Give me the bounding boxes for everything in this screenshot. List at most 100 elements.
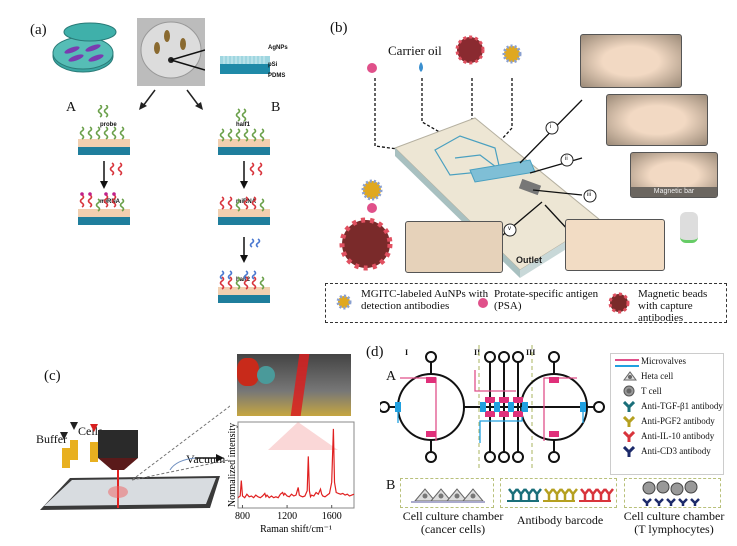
stage-v: v <box>508 226 511 232</box>
legend-aunp: MGITC-labeled AuNPs with detection antib… <box>361 288 489 312</box>
antibody-icon <box>604 488 614 500</box>
sandwich-complex-icon <box>339 179 393 271</box>
chamber-t-lymphocytes <box>624 478 721 508</box>
route-a-label: A <box>66 100 77 115</box>
objective-lens-icon <box>98 430 138 458</box>
antibody-icon <box>588 488 598 500</box>
inset-stage-iii: Magnetic bar <box>630 152 718 198</box>
row-a-label: A <box>386 369 397 384</box>
legend-antibody: Anti-CD3 antibody <box>641 446 711 456</box>
layer-label-agnps: AgNPs <box>268 45 288 51</box>
magnetic-bead-icon <box>455 35 485 65</box>
buffer-inlet-icon <box>62 448 70 468</box>
laser-probe-icon <box>680 212 698 243</box>
antibody-icon <box>516 488 526 500</box>
section-iii: III <box>526 348 536 357</box>
panel-b-label: (b) <box>330 20 348 36</box>
legend-bead: Magnetic beads with capture antibodies <box>638 288 708 324</box>
antibody-icon <box>623 431 635 442</box>
caption-t-lymphocytes: Cell culture chamber (T lymphocytes) <box>618 510 730 536</box>
panel-c-label: (c) <box>44 368 61 384</box>
antibody-icon <box>623 401 635 412</box>
stage-i: i <box>550 124 552 130</box>
inset-stage-i <box>580 34 682 88</box>
chamber-cancer-cells <box>400 478 494 508</box>
antibody-icon <box>524 488 534 500</box>
x-axis-label: Raman shift/cm⁻¹ <box>260 524 332 535</box>
panel-b-legend: MGITC-labeled AuNPs with detection antib… <box>325 283 727 324</box>
magnetic-bar-label: Magnetic bar <box>631 187 717 197</box>
row-b-label: B <box>386 478 396 493</box>
y-axis-label: Normalized intensity <box>227 423 238 507</box>
legend-antibody: Anti-TGF-β1 antibody <box>641 401 723 411</box>
petri-dish-icon <box>52 22 117 73</box>
t-cell-icon <box>623 385 635 397</box>
inset-stage-v <box>405 221 503 273</box>
antibody-barcode <box>500 478 617 508</box>
caption-line: Cell culture chamber <box>402 509 504 523</box>
aunp-icon <box>336 294 352 310</box>
psa-icon <box>478 298 488 308</box>
aunp-icon <box>502 44 522 64</box>
antibody-icon <box>544 488 554 500</box>
legend-microvalves: Microvalves <box>641 356 686 366</box>
panel-d-legend: Microvalves Heta cell T cell Anti-TGF-β1… <box>610 353 724 475</box>
antibody-icon <box>623 416 635 427</box>
half1-label: half1 <box>236 122 251 128</box>
antibody-icon <box>568 488 578 500</box>
psa-icon <box>367 63 377 73</box>
half2-label: half2 <box>236 277 251 283</box>
antibody-icon <box>552 488 562 500</box>
panel-d-label: (d) <box>366 344 384 360</box>
microchip-layout <box>380 345 605 470</box>
sensor-steps <box>78 105 270 303</box>
caption-line: Antibody barcode <box>516 513 604 527</box>
antibody-icon <box>596 488 606 500</box>
outlet-label: Outlet <box>516 255 542 265</box>
stage-iii: iii <box>587 192 591 198</box>
route-b-label: B <box>271 100 281 115</box>
layer-label-psi: pSi <box>268 62 278 68</box>
caption-cancer-cells: Cell culture chamber (cancer cells) <box>398 510 508 536</box>
x-tick-label: 1600 <box>322 511 342 522</box>
cells-label: Cells <box>78 424 103 438</box>
mirna-label-b: miRNA <box>236 199 257 205</box>
carrier-oil-label: Carrier oil <box>388 43 442 58</box>
antibody-icon <box>623 446 635 457</box>
laser-beam-cone <box>268 422 338 450</box>
stage-ii: ii <box>565 156 568 162</box>
magnetic-bead-icon <box>608 292 630 314</box>
section-i: I <box>405 348 409 357</box>
layer-label-pdms: PDMS <box>268 73 286 79</box>
substrate-layers-icon <box>220 56 270 74</box>
spectrum-line <box>237 428 355 499</box>
legend-antibody: Anti-PGF2 antibody <box>641 416 715 426</box>
caption-antibody-barcode: Antibody barcode <box>505 514 615 527</box>
heta-cell-icon <box>623 371 637 381</box>
inset-stage-ii <box>606 94 708 146</box>
buffer-label: Buffer <box>36 432 68 446</box>
raman-setup-diagram <box>40 405 230 510</box>
antibody-icon <box>508 488 518 500</box>
legend-antibody: Anti-IL-10 antibody <box>641 431 715 441</box>
probe-label: probe <box>100 122 117 128</box>
legend-t-cell: T cell <box>641 386 662 396</box>
microvalve-icon <box>615 359 639 367</box>
legend-psa: Protate-specific antigen (PSA) <box>494 288 599 312</box>
inset-stage-iv <box>565 219 665 271</box>
x-tick-label: 1200 <box>277 511 297 522</box>
mirna-label-a: miRNA <box>100 199 121 205</box>
caption-line: (cancer cells) <box>420 522 486 536</box>
section-ii: II <box>474 348 481 357</box>
caption-line: Cell culture chamber <box>623 509 725 523</box>
split-arrows <box>139 89 203 110</box>
device-photo <box>137 18 206 86</box>
antibody-icon <box>560 488 570 500</box>
antibody-icon <box>580 488 590 500</box>
cell-zoom-inset <box>237 354 351 416</box>
oil-drop-icon <box>419 62 423 72</box>
panel-a-label: (a) <box>30 22 47 38</box>
x-tick-label: 800 <box>235 511 250 522</box>
cells-inlet-icon <box>90 442 98 462</box>
